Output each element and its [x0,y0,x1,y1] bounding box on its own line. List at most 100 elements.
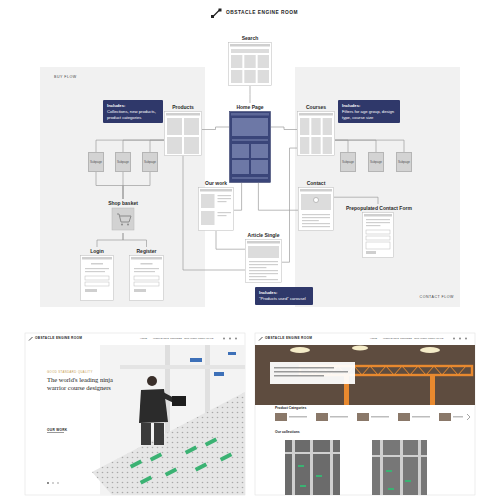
graphic-part [85,289,97,292]
graphic-part [134,282,159,286]
graphic-part [388,488,394,490]
graphic-part [366,236,390,240]
graphic-part [231,55,242,68]
site-logo: OBSTACLE ENGINE ROOM [265,336,312,340]
graphic-part [129,255,164,301]
subpage-box: Subpage [396,152,412,172]
graphic-part [106,207,140,233]
hero-button: OUR WORK [47,428,67,432]
graphic-part [198,187,234,231]
nav-item: WORKSHOPS [153,337,169,340]
graphic-part [81,256,114,301]
graphic-part [405,480,411,482]
graphic-part [249,276,266,277]
graphic-part [117,214,131,222]
callout-text: Includes: [342,103,396,108]
graphic-part [352,346,368,351]
graphic-part [131,257,162,260]
graphic-part [85,271,105,272]
page-title: Shop basket [106,199,140,207]
graphic-part [302,214,330,215]
graphic-part [85,268,109,269]
graphic-part [52,482,54,484]
panel-label: BUY FLOW [54,75,77,79]
graphic-part [366,225,380,226]
graphic-part [245,239,282,283]
flow-connector [216,231,245,249]
graphic-part [400,440,403,495]
graphic-part [218,215,227,216]
graphic-part [218,198,232,199]
graphic-part [166,113,200,116]
hero-headline: The world's leading ninja warrior course… [47,376,129,392]
nav-item: OUR WORK [184,337,197,340]
page-title: Login [80,247,114,255]
subpage-box: Subpage [88,152,104,172]
graphic-part [302,220,319,221]
flow-panel: CONTACT FLOWCoursesIncludes:Filters for … [295,67,460,307]
graphic-part [190,358,202,362]
graphic-part [134,271,155,272]
graphic-part [330,440,333,495]
subpage-box: Subpage [115,152,131,172]
page-wireframe: Article Single [245,231,282,283]
graphic-part [218,195,232,196]
graphic-part [232,118,268,136]
graphic-part [29,337,33,341]
graphic-part [92,392,245,495]
graphic-part [231,70,242,83]
graphic-part [362,212,394,258]
graphic-part [259,337,263,341]
page-title: Home Page [229,103,271,111]
graphic-part [164,111,202,156]
graphic-part [302,223,330,224]
page-title: Contact [298,179,334,187]
graphic-part [323,137,332,154]
page-title: Products [164,103,202,111]
graphic-part [92,392,245,495]
nav-item: HOME [370,337,377,340]
graphic-part [465,338,467,340]
graphic-part [184,137,199,154]
graphic-part [231,113,269,116]
graphic-part [285,452,340,454]
graphic-part [299,113,333,116]
graphic-part [218,212,232,213]
graphic-part [232,177,268,179]
graphic-part [289,416,463,418]
graphic-part [274,371,348,373]
graphic-part [244,55,255,68]
graphic-part [140,475,153,484]
graphic-part [244,70,255,83]
graphic-part [298,187,334,231]
hero-kicker: GOOD STANDARD QUALITY [47,370,93,374]
graphic-part [214,372,224,376]
graphic-part [285,440,427,495]
graphic-part [141,423,151,445]
subpage-label: Subpage [117,160,129,164]
graphic-part [223,338,225,340]
graphic-part [150,452,163,461]
graphic-part [372,455,427,457]
page-wireframe: Products [164,103,202,156]
graphic-part [57,482,59,484]
callout-text: "Products used" carousel [259,296,309,301]
graphic-part [255,345,475,405]
graphic-part [231,49,269,53]
flow-connector [234,183,242,210]
graphic-part [258,70,269,83]
callout-text: Filters for age group, design type, cour… [342,109,396,120]
graphic-part [200,189,232,192]
graphic-part [299,188,334,231]
graphic-part [439,413,451,421]
subpage-label: Subpage [370,160,382,164]
graphic-part [249,267,266,268]
page-wireframe: Courses [297,103,335,156]
graphic-part [154,423,164,445]
graphic-part [127,224,129,226]
page-wireframe: Contact [298,179,334,231]
graphic-part [364,214,392,217]
page-wireframe: Login [80,247,114,301]
callout-text: Collections, new products, product categ… [107,109,159,120]
page-title: Prepopulated Contact Form [346,204,410,212]
